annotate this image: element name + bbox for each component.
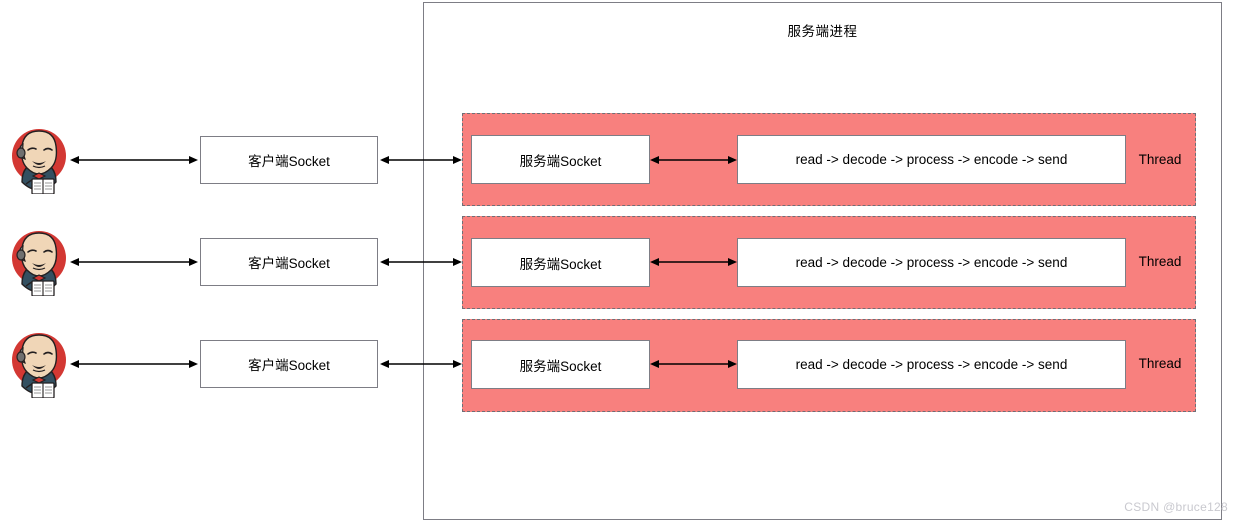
client-socket-box-1[interactable]: 客户端Socket (200, 136, 378, 184)
thread-label-2: Thread (1138, 254, 1182, 269)
server-socket-box-3[interactable]: 服务端Socket (471, 340, 650, 389)
server-socket-box-2[interactable]: 服务端Socket (471, 238, 650, 287)
pipeline-label-1: read -> decode -> process -> encode -> s… (795, 152, 1068, 167)
pipeline-box-2[interactable]: read -> decode -> process -> encode -> s… (737, 238, 1126, 287)
server-process-title: 服务端进程 (787, 24, 858, 39)
client-socket-label-3: 客户端Socket (248, 358, 330, 373)
connector-client-to-socket-2 (70, 258, 198, 266)
pipeline-box-1[interactable]: read -> decode -> process -> encode -> s… (737, 135, 1126, 184)
connector-server-socket-to-pipeline-3 (650, 360, 737, 368)
connector-client-to-socket-3 (70, 360, 198, 368)
client-socket-label-1: 客户端Socket (248, 154, 330, 169)
server-socket-label-2: 服务端Socket (519, 256, 602, 272)
pipeline-box-3[interactable]: read -> decode -> process -> encode -> s… (737, 340, 1126, 389)
pipeline-label-3: read -> decode -> process -> encode -> s… (795, 357, 1068, 372)
connector-client-socket-to-server-socket-2 (380, 258, 462, 266)
server-socket-label-1: 服务端Socket (519, 153, 602, 169)
jenkins-butler-icon (12, 231, 66, 296)
jenkins-butler-icon (12, 129, 66, 194)
thread-label-3: Thread (1138, 356, 1182, 371)
connector-client-socket-to-server-socket-1 (380, 156, 462, 164)
pipeline-label-2: read -> decode -> process -> encode -> s… (795, 255, 1068, 270)
connector-server-socket-to-pipeline-2 (650, 258, 737, 266)
jenkins-butler-icon (12, 333, 66, 398)
connector-client-to-socket-1 (70, 156, 198, 164)
connector-client-socket-to-server-socket-3 (380, 360, 462, 368)
thread-label-1: Thread (1138, 152, 1182, 167)
connector-server-socket-to-pipeline-1 (650, 156, 737, 164)
client-socket-label-2: 客户端Socket (248, 256, 330, 271)
server-socket-box-1[interactable]: 服务端Socket (471, 135, 650, 184)
server-socket-label-3: 服务端Socket (519, 358, 602, 374)
csdn-watermark: CSDN @bruce128 (1124, 500, 1228, 514)
client-socket-box-3[interactable]: 客户端Socket (200, 340, 378, 388)
client-socket-box-2[interactable]: 客户端Socket (200, 238, 378, 286)
